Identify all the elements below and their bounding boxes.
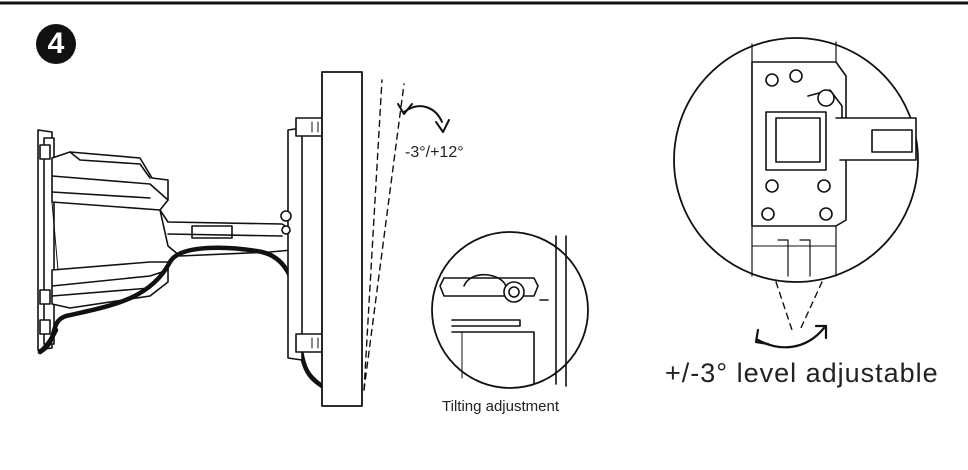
tilt-guide-lines	[363, 79, 405, 391]
level-detail-caption: +/-3° level adjustable	[665, 358, 939, 388]
level-detail-circle	[673, 37, 919, 283]
articulating-arm	[37, 151, 325, 389]
tilt-detail-circle	[431, 231, 589, 389]
tv-panel	[321, 71, 363, 407]
step-number-badge: 4	[36, 24, 76, 64]
zoom-projection	[775, 281, 823, 331]
tilt-detail-caption: Tilting adjustment	[442, 398, 559, 415]
tilt-range-label: -3°/+12°	[405, 144, 464, 161]
tilt-arrow-icon	[397, 103, 450, 133]
level-arrow-icon	[754, 324, 828, 349]
